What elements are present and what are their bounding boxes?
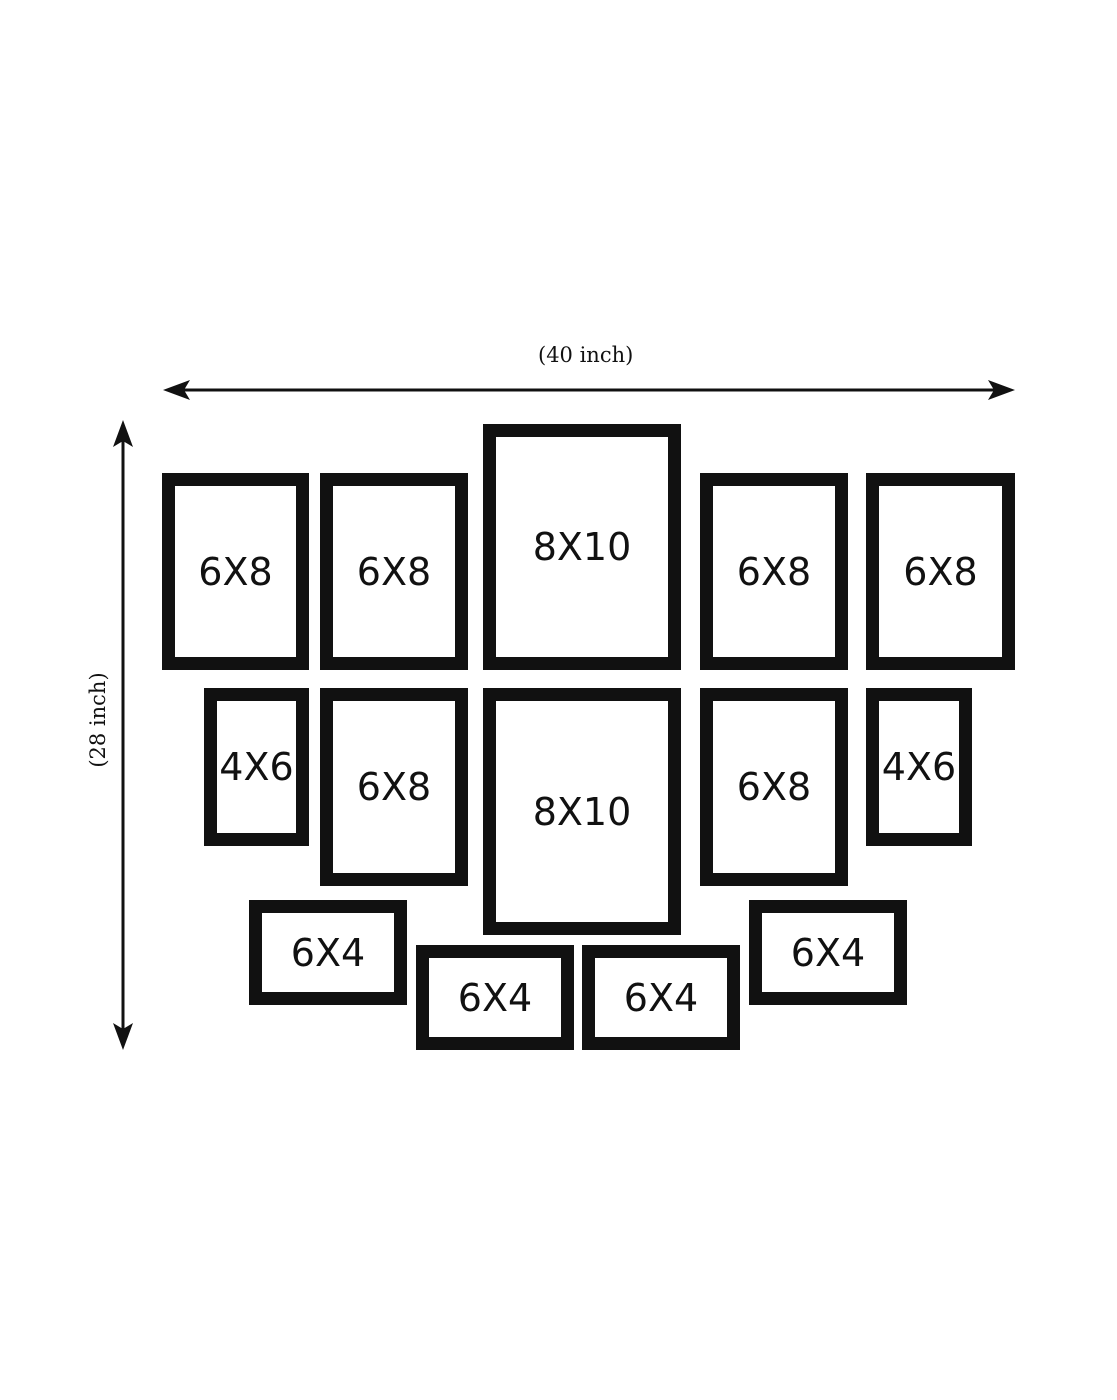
photo-frame: 6X4 — [249, 900, 407, 1005]
photo-frame: 6X8 — [700, 688, 848, 886]
photo-frame: 6X4 — [582, 945, 740, 1050]
frame-size-label: 6X8 — [736, 549, 812, 594]
width-arrow — [163, 380, 1015, 400]
height-label: (28 inch) — [86, 672, 110, 768]
frame-size-label: 6X8 — [903, 549, 978, 594]
frame-size-label: 8X10 — [532, 789, 632, 834]
height-arrow — [113, 420, 133, 1050]
frame-size-label: 6X8 — [356, 765, 432, 809]
frame-size-label: 4X6 — [881, 745, 957, 789]
photo-frame: 8X10 — [483, 424, 681, 670]
photo-frame: 6X4 — [749, 900, 907, 1005]
frame-size-label: 6X8 — [198, 549, 273, 594]
photo-frame: 6X8 — [700, 473, 848, 670]
photo-frame: 8X10 — [483, 688, 681, 935]
frame-size-label: 6X8 — [736, 765, 812, 809]
frame-size-label: 4X6 — [219, 745, 294, 789]
photo-frame: 6X8 — [866, 473, 1015, 670]
photo-frame: 6X8 — [162, 473, 309, 670]
photo-frame: 6X4 — [416, 945, 574, 1050]
photo-frame: 4X6 — [204, 688, 309, 846]
frame-size-label: 6X4 — [790, 930, 866, 975]
frame-size-label: 6X4 — [290, 930, 366, 975]
width-label: (40 inch) — [538, 343, 634, 367]
photo-frame: 6X8 — [320, 473, 468, 670]
frame-size-label: 6X8 — [356, 549, 432, 594]
frame-size-label: 8X10 — [532, 525, 632, 569]
frame-size-label: 6X4 — [623, 975, 699, 1020]
photo-frame: 4X6 — [866, 688, 972, 846]
frame-size-label: 6X4 — [457, 975, 533, 1020]
photo-frame: 6X8 — [320, 688, 468, 886]
